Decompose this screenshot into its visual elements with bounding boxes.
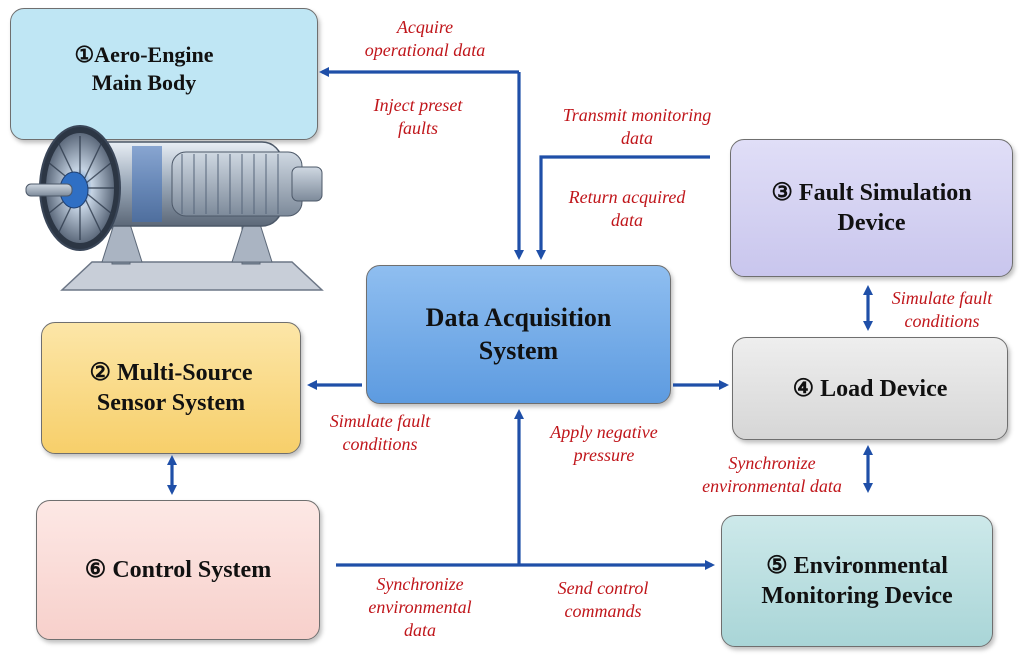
aero-engine-title: ①Aero-Engine: [74, 42, 214, 67]
aero-engine-subtitle: Main Body: [91, 69, 197, 95]
sensor-system-title: ② Multi-Source: [89, 360, 253, 386]
data-acquisition-subtitle: System: [478, 335, 559, 365]
arrow-return-data: [536, 155, 710, 260]
control-system-title: ⑥ Control System: [84, 557, 272, 583]
environmental-monitoring-node: ⑤ Environmental Monitoring Device: [721, 515, 993, 647]
sensor-system-subtitle: Sensor System: [96, 390, 246, 416]
environmental-monitoring-subtitle: Monitoring Device: [761, 583, 953, 609]
data-acquisition-node: Data Acquisition System: [366, 265, 671, 404]
load-device-node: ④ Load Device: [732, 337, 1008, 440]
fault-simulation-subtitle: Device: [837, 210, 906, 236]
aero-engine-node: ①Aero-Engine Main Body: [10, 8, 318, 140]
control-system-node: ⑥ Control System: [36, 500, 320, 640]
load-device-title: ④ Load Device: [792, 375, 948, 402]
fault-simulation-title: ③ Fault Simulation: [771, 180, 972, 206]
fault-simulation-node: ③ Fault Simulation Device: [730, 139, 1013, 277]
sensor-system-node: ② Multi-Source Sensor System: [41, 322, 301, 454]
data-acquisition-title: Data Acquisition: [425, 303, 612, 332]
environmental-monitoring-title: ⑤ Environmental: [766, 553, 948, 579]
turbofan-engine-illustration: [25, 125, 324, 291]
